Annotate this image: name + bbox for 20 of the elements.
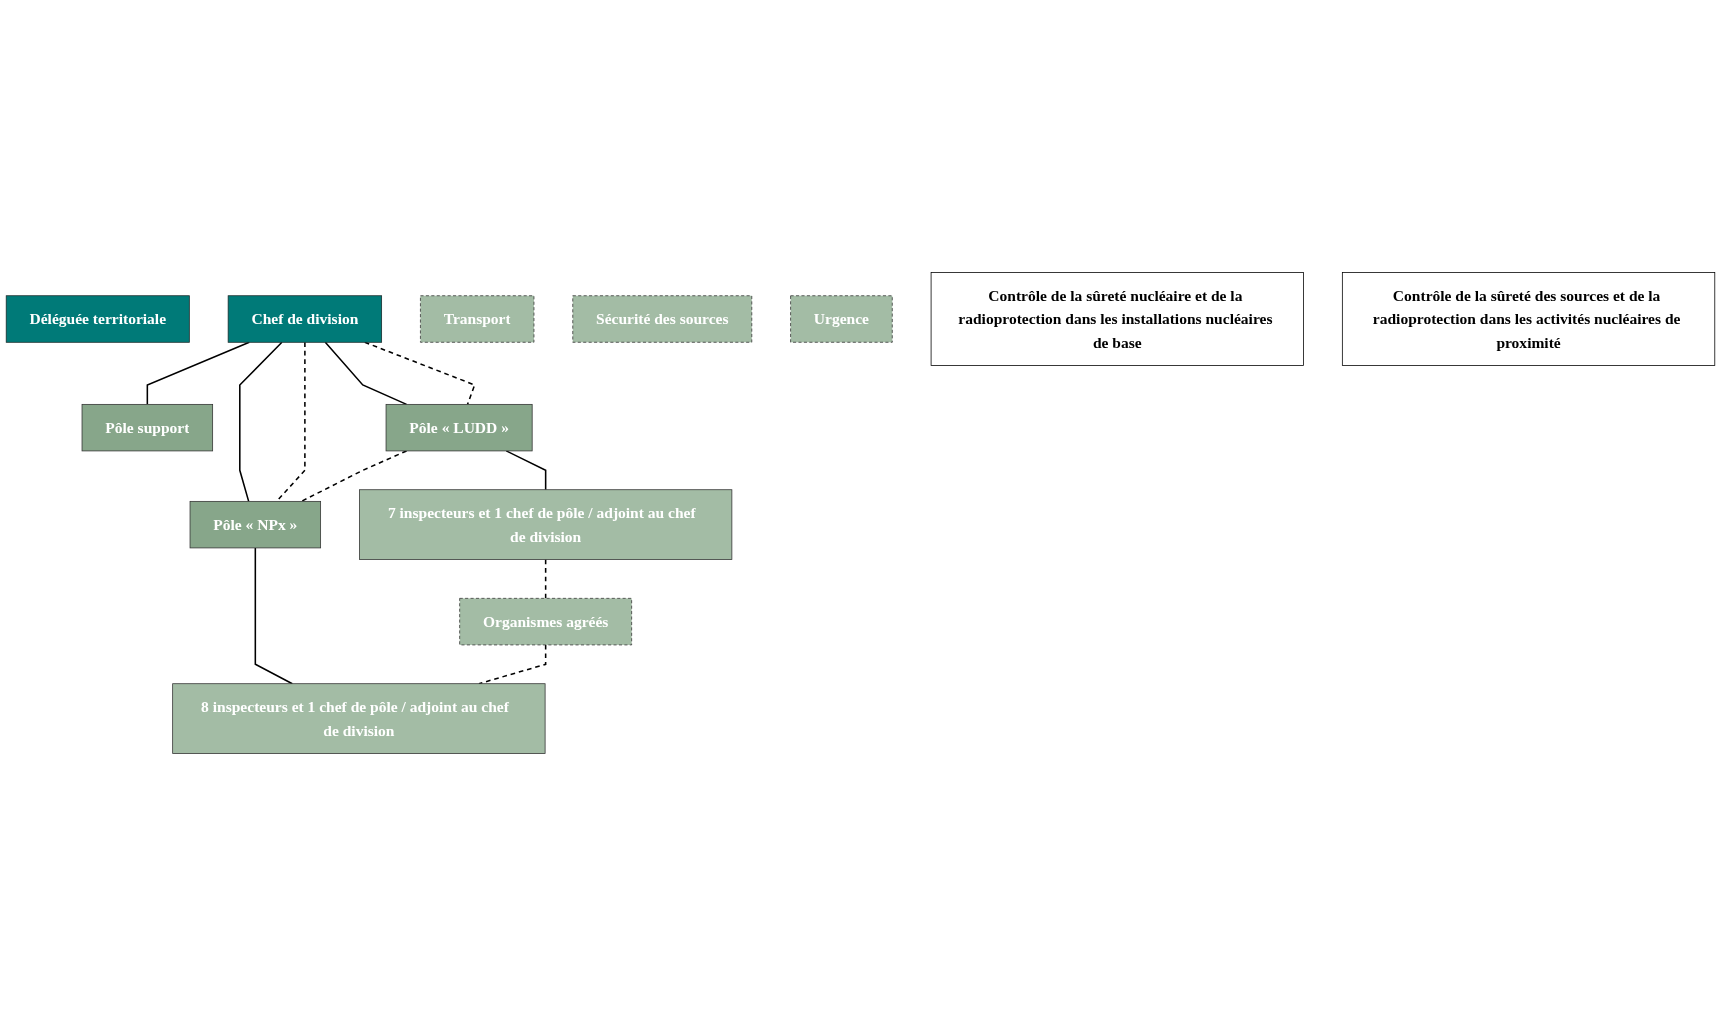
node-box: Organismes agréés [459, 597, 633, 646]
connector [324, 341, 408, 406]
node-box: Pôle support [81, 404, 214, 452]
node-box: 7 inspecteurs et 1 chef de pôle / adjoint au chef de division [359, 489, 733, 560]
node-box: 8 inspecteurs et 1 chef de pôle / adjoint au chef de division [172, 683, 546, 754]
node-box: Contrôle de la sûreté nucléaire et de la radioprotection dans les installations nucléaires de base [930, 272, 1304, 366]
node-box: Sécurité des sources [572, 295, 753, 343]
connector [300, 450, 408, 503]
node-box: Pôle « LUDD » [385, 404, 533, 452]
node-box: Déléguée territoriale [5, 295, 190, 343]
connector [239, 341, 283, 503]
node-box: Chef de division [227, 295, 382, 343]
node-box: Contrôle de la sûreté des sources et de la radioprotection dans les activités nucléaires de proximité [1341, 272, 1716, 366]
node-box: Urgence [790, 295, 893, 343]
node-box: Pôle « NPx » [189, 500, 321, 549]
connector [254, 547, 294, 685]
connector [364, 341, 476, 406]
node-box: Transport [420, 295, 535, 343]
connector [505, 450, 547, 491]
connector [544, 558, 547, 600]
